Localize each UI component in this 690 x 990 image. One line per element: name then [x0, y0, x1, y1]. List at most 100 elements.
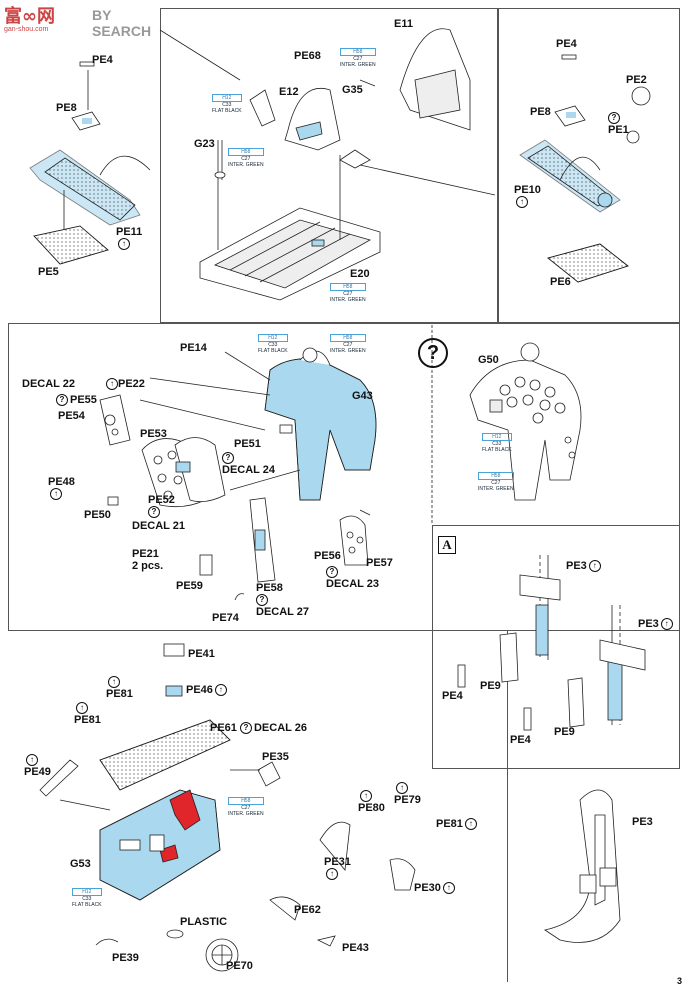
part-label: PE54 [58, 410, 85, 422]
paint-callout: H12 C33 FLAT BLACK [258, 334, 288, 354]
paint-code: H12 [212, 94, 242, 102]
part-label-text: DECAL 26 [253, 722, 307, 734]
part-label-text: PE46 [186, 684, 213, 696]
fold-up-icon: ↑ [464, 818, 477, 831]
paint-callout: H12 C33 FLAT BLACK [212, 94, 242, 114]
paint-c: C33 [268, 342, 278, 348]
panel-a [432, 525, 680, 769]
part-label: E11 [394, 18, 413, 30]
paint-code: H58 [330, 283, 366, 291]
paint-name: INTER. GREEN [228, 811, 264, 817]
part-label: PE9 [480, 680, 501, 692]
part-label: ?PE1 [608, 112, 629, 136]
optional-icon: ? [608, 112, 620, 125]
fold-up-icon: ↑ [76, 702, 88, 715]
part-label-text: DECAL 24 [222, 464, 275, 477]
paint-code: H58 [228, 797, 264, 805]
part-label: PE11↑ [116, 226, 143, 251]
part-label: PE57 [366, 557, 393, 569]
paint-callout: H58 C27 INTER. GREEN [228, 148, 264, 168]
paint-callout: H58 C27 INTER. GREEN [330, 334, 366, 354]
seatbelt-right-drawing [519, 54, 651, 283]
panel-top-center [160, 8, 498, 323]
panel-top-right [498, 8, 680, 323]
paint-code: H58 [340, 48, 376, 56]
part-label: ?PE55 [56, 394, 97, 407]
part-label: DECAL 21 [132, 520, 185, 532]
part-label-text: PE49 [24, 766, 51, 779]
part-label: PE59 [176, 580, 203, 592]
paint-name: FLAT BLACK [212, 108, 242, 114]
instrument-panel-drawing [99, 347, 377, 601]
paint-callout: H58 C27 INTER. GREEN [330, 283, 366, 303]
part-label: PE51 [234, 438, 261, 450]
part-label-text: PE11 [116, 226, 143, 238]
part-label-text: PE52 [148, 494, 175, 506]
seat-floor-drawing [159, 28, 496, 301]
part-label: PE52? [148, 494, 175, 519]
part-label: PE2 [626, 74, 647, 86]
paint-c: C33 [492, 441, 502, 447]
part-label: PE4 [442, 690, 463, 702]
part-label: PE31↑ [324, 856, 351, 881]
optional-icon: ? [148, 506, 160, 519]
part-label: PE35 [262, 751, 289, 763]
part-label: ↑PE79 [394, 782, 421, 806]
part-label-text: PE10 [514, 184, 541, 196]
part-label: G43 [352, 390, 373, 402]
paint-c: C27 [343, 342, 353, 348]
paint-code: H12 [482, 433, 512, 441]
paint-code: H58 [228, 148, 264, 156]
fold-up-icon: ↑ [118, 238, 130, 251]
fold-up-icon: ↑ [326, 868, 338, 881]
paint-name: INTER. GREEN [228, 162, 264, 168]
part-label: ↑PE81 [106, 676, 133, 700]
part-label: PE9 [554, 726, 575, 738]
part-label-text: PE31 [324, 856, 351, 868]
part-label: ↑PE22 [104, 378, 145, 391]
part-label: PE81↑ [436, 818, 477, 831]
part-label: PE43 [342, 942, 369, 954]
part-label: E12 [279, 86, 299, 98]
paint-c: C33 [222, 102, 232, 108]
part-label-text: PE79 [394, 794, 421, 807]
paint-code: H12 [72, 888, 102, 896]
console-drawing [39, 643, 416, 972]
part-label-text: PE81 [74, 714, 101, 727]
panel-middle [8, 323, 680, 631]
fold-up-icon: ↑ [50, 488, 62, 501]
part-label: PE4 [510, 734, 531, 746]
part-label: PE3↑ [638, 618, 673, 631]
part-label: PE50 [84, 509, 111, 521]
paint-name: INTER. GREEN [330, 348, 366, 354]
part-label: DECAL 22 [22, 378, 75, 390]
part-label: G23 [194, 138, 215, 150]
part-label: PE8 [56, 102, 77, 114]
paint-code: H58 [478, 472, 514, 480]
part-label-text: PE22 [118, 378, 145, 390]
page-number: 3 [676, 976, 682, 986]
fold-up-icon: ↑ [26, 754, 38, 767]
part-label: PE70 [226, 960, 253, 972]
part-label: PE3↑ [566, 560, 601, 573]
watermark-brand: 富∞网 [4, 6, 55, 27]
paint-callout: H12 C33 FLAT BLACK [482, 433, 512, 453]
part-label: G35 [342, 84, 363, 96]
part-label: ↑PE81 [74, 702, 101, 726]
part-label: PE58 [256, 582, 283, 594]
part-label-text: PE48 [48, 476, 75, 488]
paint-code: H12 [258, 334, 288, 342]
optional-icon: ? [418, 338, 448, 368]
part-label: ?DECAL 23 [326, 566, 379, 590]
optional-icon: ? [56, 394, 68, 407]
rudder-pedal-drawing [457, 555, 646, 731]
seatbelt-left-drawing [29, 61, 151, 265]
part-label: ↑PE49 [24, 754, 51, 778]
paint-name: FLAT BLACK [72, 902, 102, 908]
part-label-text: DECAL 23 [326, 578, 379, 591]
paint-callout: H58 C27 INTER. GREEN [340, 48, 376, 68]
section-marker: A [438, 536, 456, 554]
part-label: PE53 [140, 428, 167, 440]
